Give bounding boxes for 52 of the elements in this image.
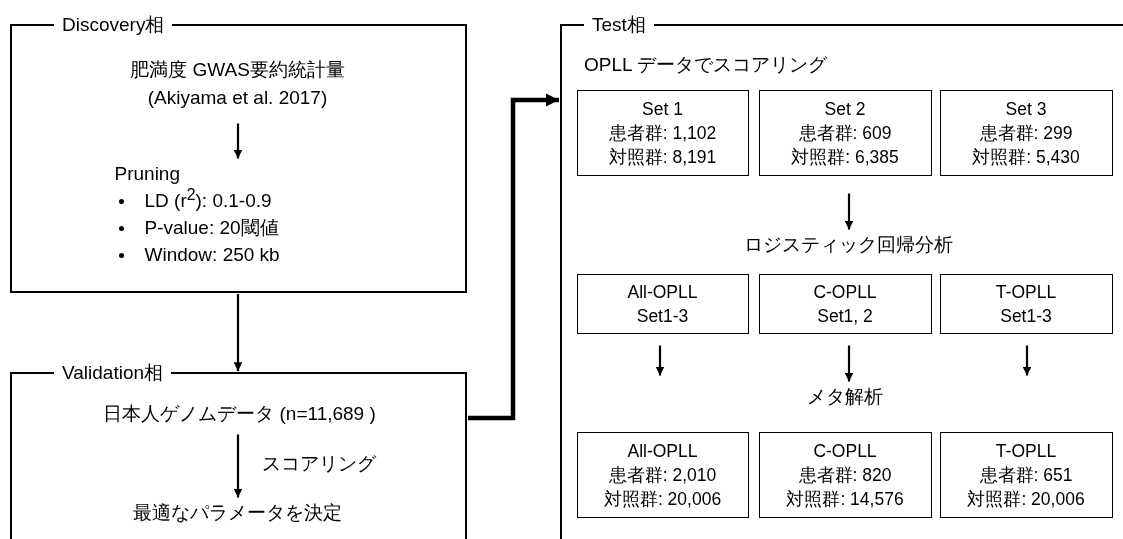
count-line: 患者群: 299 xyxy=(979,121,1073,145)
list-item: Window: 250 kb xyxy=(144,242,280,267)
arrow xyxy=(233,434,243,498)
box-title: C-OPLL xyxy=(813,280,877,304)
count-line: 患者群: 1,102 xyxy=(608,121,717,145)
step-text: ロジスティック回帰分析 xyxy=(639,230,1058,259)
box-title: T-OPLL xyxy=(995,439,1057,463)
data-box xyxy=(576,273,749,334)
count-line: 対照群: 5,430 xyxy=(972,145,1080,169)
count-line: 対照群: 8,191 xyxy=(608,145,717,169)
count-line: 患者群: 651 xyxy=(979,463,1073,487)
box-title: Set 3 xyxy=(1005,97,1047,121)
count-line: 対照群: 6,385 xyxy=(791,145,899,169)
box-title: All-OPLL xyxy=(627,439,698,463)
step-text: 最適なパラメータを決定 xyxy=(99,498,376,527)
count-line: Set1-3 xyxy=(1000,304,1052,328)
step-text: 肥満度 GWAS要約統計量 (Akiyama et al. 2017) xyxy=(107,55,368,112)
data-box xyxy=(758,431,932,518)
count-line: 対照群: 20,006 xyxy=(603,487,722,511)
step-text: 日本人ゲノムデータ (n=11,689 ) xyxy=(59,399,420,428)
box-title: All-OPLL xyxy=(627,280,698,304)
box-title: Set 2 xyxy=(824,97,866,121)
arrow xyxy=(233,123,243,159)
data-box xyxy=(576,431,749,518)
arrow xyxy=(844,345,854,382)
data-box xyxy=(939,89,1113,176)
list-heading: Pruning xyxy=(114,161,180,186)
section-subtitle: OPLL データでスコアリング xyxy=(584,53,828,77)
arrow xyxy=(233,294,243,371)
count-line: 患者群: 2,010 xyxy=(608,463,717,487)
data-box xyxy=(939,273,1113,334)
list-item: LD (r$^{2}$): 0.1-0.9 xyxy=(144,186,272,213)
data-box xyxy=(758,89,932,176)
arrow xyxy=(468,93,559,421)
box-title: C-OPLL xyxy=(813,439,877,463)
count-line: Set1-3 xyxy=(636,304,689,328)
arrow xyxy=(655,345,665,376)
count-line: 対照群: 14,576 xyxy=(786,487,904,511)
data-box xyxy=(576,89,749,176)
data-box xyxy=(758,273,932,334)
list-item: P-value: 20閾値 xyxy=(144,215,279,240)
section-title: Discovery相 xyxy=(54,12,173,38)
count-line: Set1, 2 xyxy=(817,304,873,328)
count-line: 対照群: 20,006 xyxy=(967,487,1085,511)
box-title: Set 1 xyxy=(642,97,683,121)
data-box xyxy=(939,431,1113,518)
arrow xyxy=(844,193,854,230)
count-line: 患者群: 609 xyxy=(798,121,892,145)
box-title: T-OPLL xyxy=(995,280,1057,304)
arrow xyxy=(1022,345,1032,376)
count-line: 患者群: 820 xyxy=(798,463,892,487)
step-text: メタ解析 xyxy=(576,382,1113,411)
